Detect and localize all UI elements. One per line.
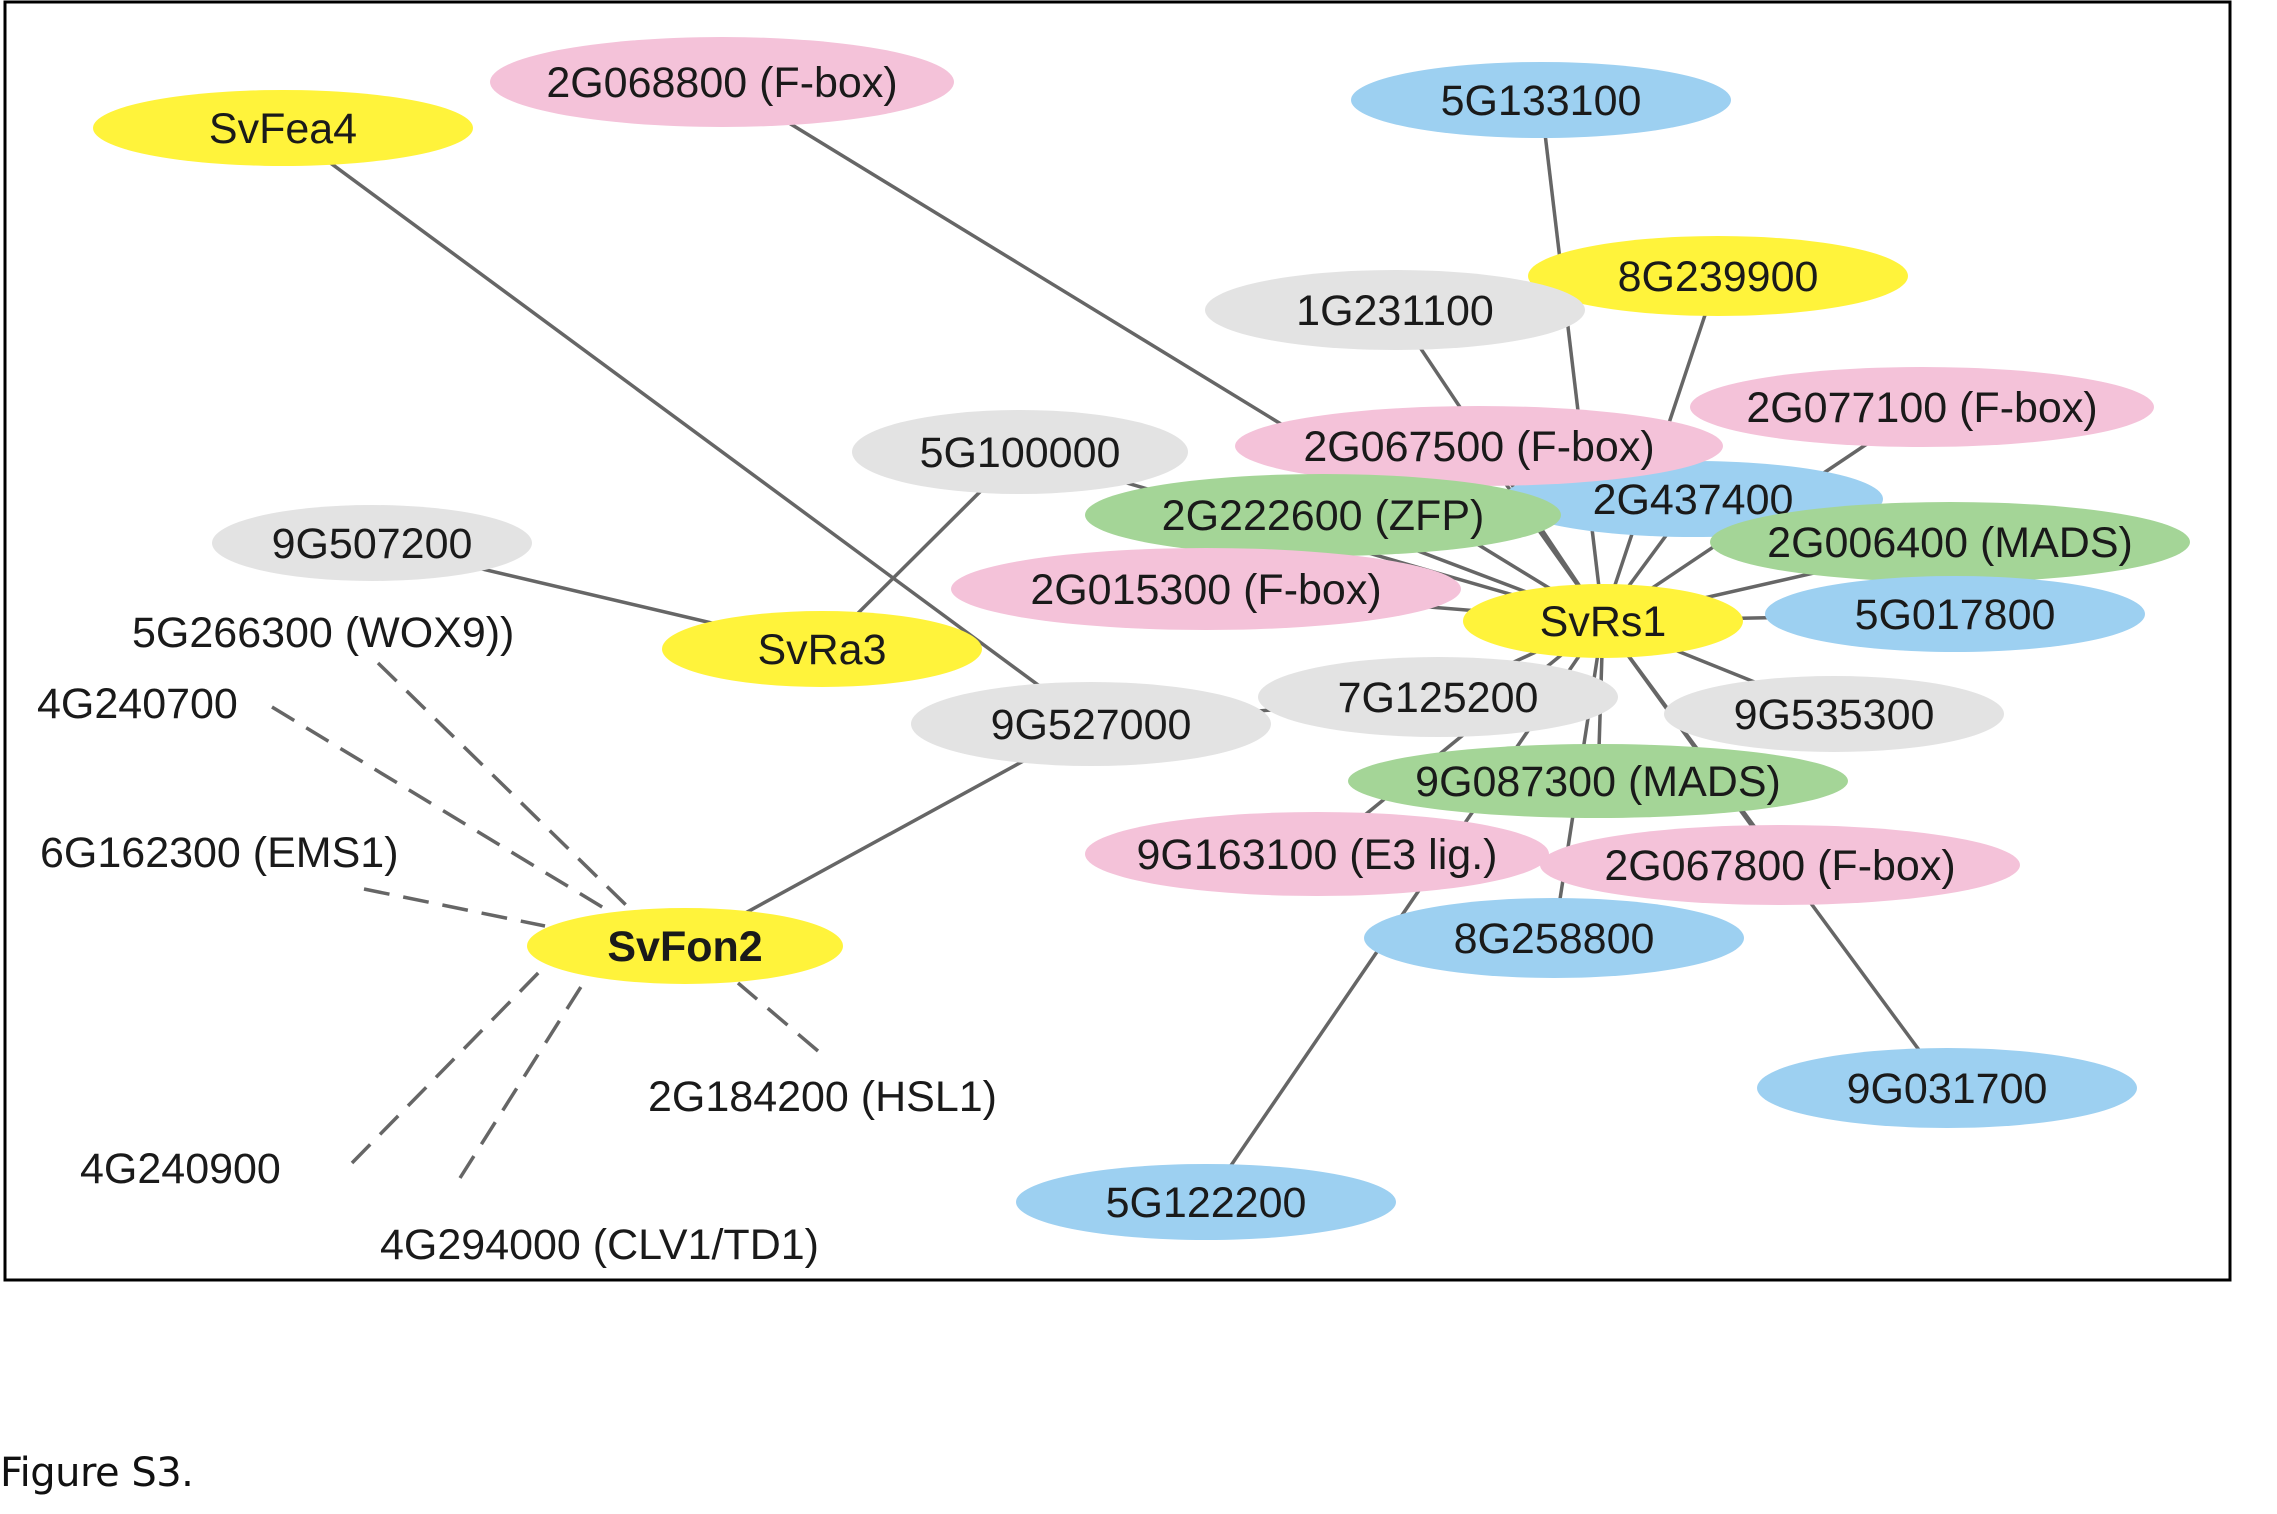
- node-ellipse-SvRa3: [662, 611, 982, 687]
- node-ellipse-9G031700: [1757, 1048, 2137, 1128]
- node-ellipse-8G258800: [1364, 898, 1744, 978]
- node-label-2G437400: 2G437400: [1593, 476, 1794, 524]
- node-ellipse-SvFea4: [93, 90, 473, 166]
- plain-label-5G266300: 5G266300 (WOX9)): [132, 609, 514, 657]
- node-label-2G222600: 2G222600 (ZFP): [1162, 492, 1485, 540]
- node-5G100000: 5G100000: [852, 410, 1188, 494]
- node-SvFea4: SvFea4: [93, 90, 473, 166]
- node-label-SvFea4: SvFea4: [209, 105, 357, 153]
- plain-label-6G162300: 6G162300 (EMS1): [40, 829, 399, 877]
- plain-label-4G294000: 4G294000 (CLV1/TD1): [380, 1221, 819, 1269]
- node-label-9G031700: 9G031700: [1847, 1065, 2048, 1113]
- node-ellipse-9G507200: [212, 505, 532, 581]
- node-label-2G068800: 2G068800 (F-box): [546, 59, 897, 107]
- node-ellipse-8G239900: [1528, 236, 1908, 316]
- node-9G163100: 9G163100 (E3 lig.): [1085, 812, 1549, 896]
- diagram-frame: [3, 0, 2232, 1282]
- node-ellipse-2G067500: [1235, 406, 1723, 486]
- node-ellipse-9G535300: [1664, 676, 2004, 752]
- node-label-9G507200: 9G507200: [272, 520, 473, 568]
- node-ellipse-9G527000: [911, 682, 1271, 766]
- node-layer: SvFea4 2G068800 (F-box) 5G133100 8G239900 1G…: [37, 37, 2190, 1269]
- node-label-9G527000: 9G527000: [991, 701, 1192, 749]
- node-9G507200: 9G507200: [212, 505, 532, 581]
- node-2G222600: 2G222600 (ZFP): [1085, 474, 1561, 556]
- edge-4G294000-SvFon2: [458, 981, 586, 1179]
- node-2G067800: 2G067800 (F-box): [1540, 825, 2020, 905]
- edge-5G266300-SvFon2: [376, 661, 629, 908]
- node-label-2G067500: 2G067500 (F-box): [1303, 423, 1654, 471]
- node-5G133100: 5G133100: [1351, 62, 1731, 138]
- edge-4G240700-SvFon2: [271, 705, 613, 915]
- node-2G077100: 2G077100 (F-box): [1690, 367, 2154, 447]
- node-2G068800: 2G068800 (F-box): [490, 37, 954, 127]
- edge-6G162300-SvFon2: [363, 887, 546, 928]
- node-2G067500: 2G067500 (F-box): [1235, 406, 1723, 486]
- figure-caption: Figure S3.: [0, 1450, 194, 1496]
- node-label-SvFon2: SvFon2: [607, 923, 762, 971]
- node-label-2G006400: 2G006400 (MADS): [1767, 519, 2133, 567]
- node-label-SvRa3: SvRa3: [757, 626, 886, 674]
- node-ellipse-2G006400: [1710, 502, 2190, 582]
- node-label-1G231100: 1G231100: [1296, 287, 1494, 335]
- node-ellipse-5G133100: [1351, 62, 1731, 138]
- node-SvFon2: SvFon2: [527, 908, 843, 984]
- node-ellipse-2G068800: [490, 37, 954, 127]
- node-ellipse-2G222600: [1085, 474, 1561, 556]
- node-9G527000: 9G527000: [911, 682, 1271, 766]
- node-label-9G535300: 9G535300: [1734, 691, 1935, 739]
- node-label-8G258800: 8G258800: [1454, 915, 1655, 963]
- node-ellipse-SvRs1: [1463, 584, 1743, 658]
- node-label-2G015300: 2G015300 (F-box): [1030, 566, 1381, 614]
- edge-5G133100-SvRs1: [1539, 99, 1605, 622]
- plain-label-4G240900: 4G240900: [80, 1145, 281, 1193]
- node-ellipse-7G125200: [1258, 657, 1618, 737]
- node-7G125200: 7G125200: [1258, 657, 1618, 737]
- edge-SvFea4-9G527000: [281, 126, 1093, 726]
- node-label-8G239900: 8G239900: [1618, 253, 1819, 301]
- node-9G031700: 9G031700: [1757, 1048, 2137, 1128]
- edge-2G184200-SvFon2: [736, 981, 820, 1053]
- node-1G231100: 1G231100: [1205, 270, 1585, 350]
- node-5G122200: 5G122200: [1016, 1164, 1396, 1240]
- node-label-SvRs1: SvRs1: [1540, 598, 1667, 646]
- node-SvRs1: SvRs1: [1463, 584, 1743, 658]
- node-SvRa3: SvRa3: [662, 611, 982, 687]
- node-ellipse-2G067800: [1540, 825, 2020, 905]
- node-8G239900: 8G239900: [1528, 236, 1908, 316]
- edge-4G240900-SvFon2: [350, 961, 550, 1165]
- node-5G017800: 5G017800: [1765, 576, 2145, 652]
- plain-label-4G240700: 4G240700: [37, 680, 238, 728]
- node-label-5G100000: 5G100000: [920, 429, 1121, 477]
- node-ellipse-5G017800: [1765, 576, 2145, 652]
- node-ellipse-9G163100: [1085, 812, 1549, 896]
- node-label-5G122200: 5G122200: [1106, 1179, 1307, 1227]
- node-ellipse-5G122200: [1016, 1164, 1396, 1240]
- node-ellipse-2G015300: [951, 548, 1461, 630]
- node-ellipse-1G231100: [1205, 270, 1585, 350]
- node-label-5G017800: 5G017800: [1855, 591, 2056, 639]
- node-ellipse-5G100000: [852, 410, 1188, 494]
- node-2G015300: 2G015300 (F-box): [951, 548, 1461, 630]
- plain-label-2G184200: 2G184200 (HSL1): [648, 1073, 997, 1121]
- node-label-2G067800: 2G067800 (F-box): [1604, 842, 1955, 890]
- node-ellipse-2G077100: [1690, 367, 2154, 447]
- node-ellipse-9G087300: [1348, 744, 1848, 818]
- node-ellipse-SvFon2: [527, 908, 843, 984]
- node-2G006400: 2G006400 (MADS): [1710, 502, 2190, 582]
- node-label-9G087300: 9G087300 (MADS): [1415, 758, 1781, 806]
- node-label-5G133100: 5G133100: [1441, 77, 1642, 125]
- node-label-7G125200: 7G125200: [1338, 674, 1539, 722]
- node-8G258800: 8G258800: [1364, 898, 1744, 978]
- node-label-2G077100: 2G077100 (F-box): [1746, 384, 2097, 432]
- node-label-9G163100: 9G163100 (E3 lig.): [1137, 831, 1498, 879]
- node-9G087300: 9G087300 (MADS): [1348, 744, 1848, 818]
- node-9G535300: 9G535300: [1664, 676, 2004, 752]
